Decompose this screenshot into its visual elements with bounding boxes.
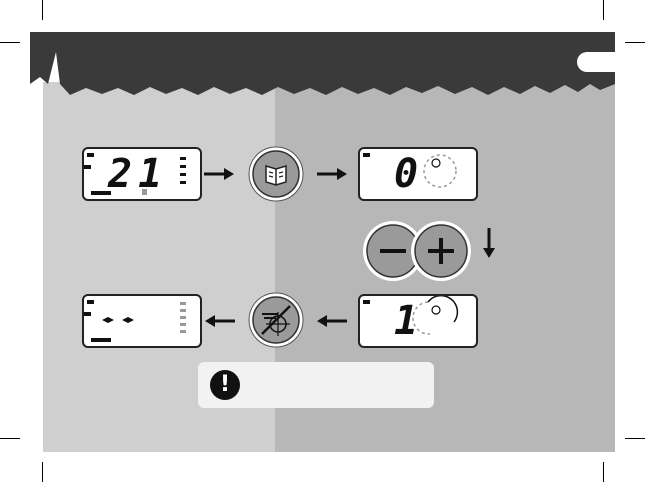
crop-mark (603, 0, 604, 20)
arrow-down-icon (483, 228, 495, 258)
crop-mark (42, 0, 43, 20)
arrow-left-icon (205, 315, 235, 327)
plus-button[interactable] (410, 220, 472, 282)
lcd-segments (84, 300, 186, 342)
warning-box: ! (198, 362, 434, 408)
page-tab (577, 52, 615, 72)
lcd-display-top-right: 0 (358, 147, 478, 201)
lcd-digits: 0 (394, 151, 419, 197)
book-icon (265, 164, 287, 186)
arrow-left-icon (317, 315, 347, 327)
grass-header (30, 32, 615, 95)
crop-mark (603, 462, 604, 482)
ground-balance-button[interactable] (248, 292, 304, 348)
manual-page: 21 0 (30, 32, 615, 452)
lcd-display-bottom-left (82, 294, 202, 348)
menu-button[interactable] (248, 146, 304, 202)
crop-mark (625, 438, 645, 439)
crop-mark (0, 42, 20, 43)
exclamation-icon: ! (210, 370, 240, 400)
arrow-right-icon (317, 168, 347, 180)
lcd-segments (363, 153, 457, 188)
lcd-segments (84, 153, 186, 195)
minus-button[interactable] (362, 220, 424, 282)
lcd-display-bottom-right: 1 (358, 294, 478, 348)
crop-mark (625, 42, 645, 43)
ground-crosshair-icon (261, 305, 291, 336)
arrow-right-icon (204, 168, 234, 180)
lcd-display-top-left: 21 (82, 147, 202, 201)
lcd-digits: 21 (108, 151, 169, 197)
crop-mark (0, 438, 20, 439)
crop-mark (42, 462, 43, 482)
lcd-digits: 1 (394, 298, 419, 344)
lcd-segments (363, 296, 459, 335)
